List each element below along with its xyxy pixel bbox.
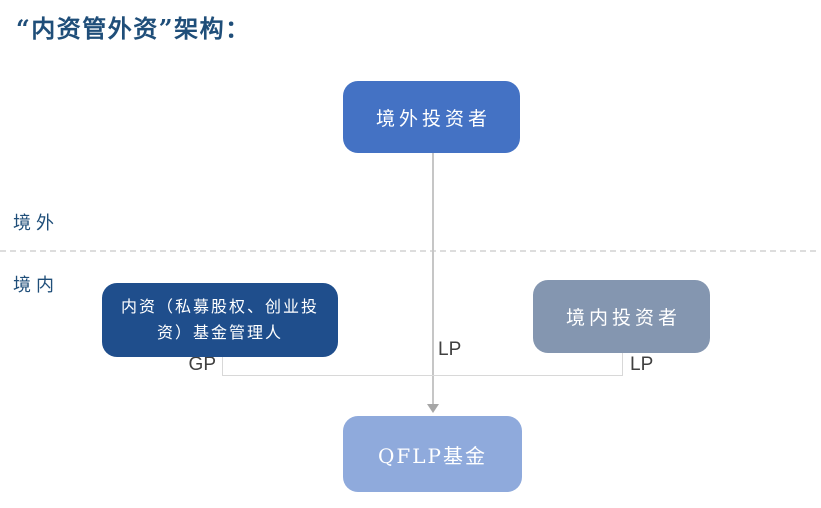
node-qflp-fund: QFLP基金: [343, 416, 522, 492]
edge-label-lp-right: LP: [630, 354, 654, 375]
arrow-down-icon: [427, 404, 439, 413]
node-fund-manager: 内资（私募股权、创业投资）基金管理人: [102, 283, 338, 357]
connector-overseas-investor-to-qflp-fund: [432, 153, 434, 405]
edge-label-gp: GP: [188, 354, 216, 375]
node-domestic-investor: 境内投资者: [533, 280, 710, 353]
region-label-domestic: 境内: [13, 275, 59, 296]
page-title: “内资管外资”架构：: [16, 14, 251, 43]
connector-fund-manager-stub: [222, 357, 223, 376]
node-overseas-investor: 境外投资者: [343, 81, 520, 153]
region-label-overseas: 境外: [13, 213, 59, 234]
edge-label-lp-center: LP: [438, 339, 462, 360]
connector-gp-lp-horizontal: [222, 375, 623, 376]
overseas-domestic-divider-line: [0, 250, 816, 252]
connector-domestic-investor-stub: [622, 353, 623, 376]
